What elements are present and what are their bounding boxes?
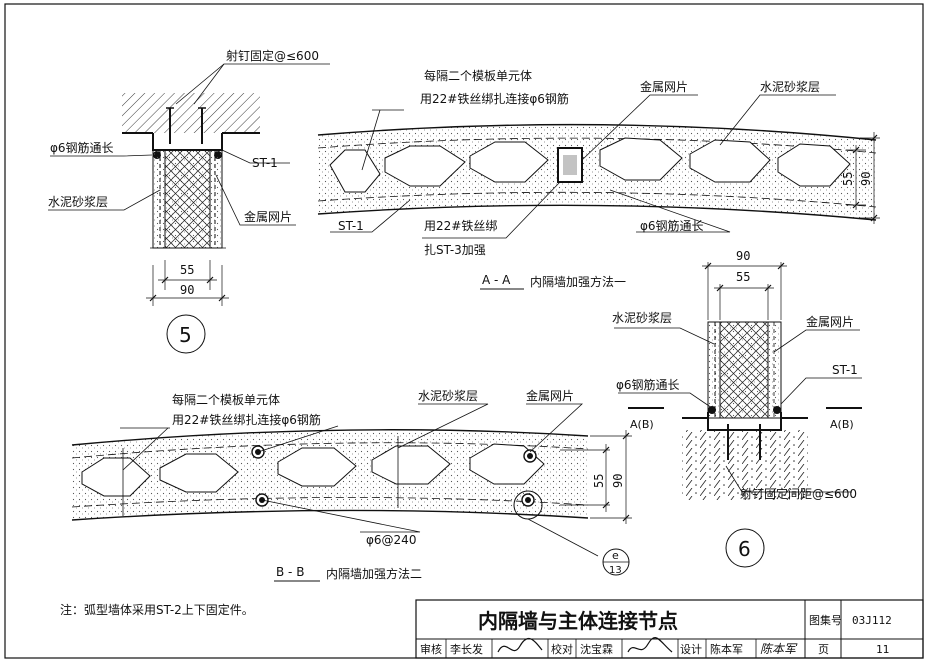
cut-left: A(B) bbox=[630, 418, 654, 431]
section-b-b: 55 90 每隔二个模板单元体 用22#铁丝绑扎连接φ6钢筋 水泥砂浆层 金属网… bbox=[71, 388, 632, 582]
dim-5 bbox=[146, 260, 229, 306]
dim-inner-6: 55 bbox=[736, 270, 750, 284]
label-mesh-6: 金属网片 bbox=[806, 314, 854, 329]
floor-slab bbox=[682, 430, 808, 500]
dim-outer-5: 90 bbox=[180, 283, 194, 297]
label-mortar-a: 水泥砂浆层 bbox=[760, 79, 820, 94]
label-rebar-b: φ6@240 bbox=[366, 533, 416, 547]
check-label: 校对 bbox=[551, 642, 573, 656]
section-a-a: 55 90 每隔二个模板单元体 用22#铁丝绑扎连接φ6钢筋 金属网片 水泥砂浆… bbox=[317, 68, 880, 290]
designer: 陈本军 bbox=[710, 642, 743, 656]
section-b-title: 内隔墙加强方法二 bbox=[326, 566, 422, 581]
label-mortar-5: 水泥砂浆层 bbox=[48, 194, 108, 209]
label-st3-a-2: 扎ST-3加强 bbox=[424, 243, 486, 257]
label-mesh-a: 金属网片 bbox=[640, 79, 688, 94]
dim-inner-a: 55 bbox=[841, 172, 855, 186]
label-mesh-b: 金属网片 bbox=[526, 388, 574, 403]
detail-5-marker-circle bbox=[166, 314, 206, 354]
label-mortar-b: 水泥砂浆层 bbox=[418, 388, 478, 403]
dim-6 bbox=[702, 262, 787, 320]
title-block: 内隔墙与主体连接节点 图集号 03J112 页 11 审核 李长发 校对 沈宝霖… bbox=[415, 599, 924, 659]
label-tie-a-1: 每隔二个模板单元体 bbox=[424, 68, 532, 83]
drawing-title: 内隔墙与主体连接节点 bbox=[478, 609, 678, 633]
label-mesh-5: 金属网片 bbox=[244, 209, 292, 224]
label-rebar-6: φ6钢筋通长 bbox=[616, 377, 680, 392]
label-tie-b-2: 用22#铁丝绑扎连接φ6钢筋 bbox=[172, 412, 321, 427]
detail-ref-top: e bbox=[612, 549, 619, 562]
label-st3-a-1: 用22#铁丝绑 bbox=[424, 219, 497, 233]
dim-b bbox=[560, 430, 632, 524]
page-no: 11 bbox=[876, 643, 889, 656]
label-mortar-6: 水泥砂浆层 bbox=[612, 310, 672, 325]
section-b-code: B - B bbox=[276, 565, 304, 579]
dim-inner-b: 55 bbox=[592, 474, 606, 488]
label-st-5: ST-1 bbox=[252, 156, 278, 170]
checker-signature bbox=[627, 637, 673, 653]
detail-6-marker-circle bbox=[725, 528, 765, 568]
reviewer-signature bbox=[497, 637, 543, 653]
atlas-no: 03J112 bbox=[852, 614, 892, 627]
dim-outer-b: 90 bbox=[611, 474, 625, 488]
rebar-rings bbox=[251, 445, 543, 520]
st1-channel bbox=[152, 133, 223, 151]
detail-6: 90 55 水泥砂浆层 金属网片 φ6钢筋通长 ST-1 A(B) A(B) 射… bbox=[612, 249, 862, 568]
label-tie-b-1: 每隔二个模板单元体 bbox=[172, 392, 280, 407]
label-tie-a-2: 用22#铁丝绑扎连接φ6钢筋 bbox=[420, 91, 569, 106]
checker: 沈宝霖 bbox=[580, 642, 613, 656]
label-nail-5: 射钉固定@≤600 bbox=[226, 48, 319, 63]
dim-outer-a: 90 bbox=[859, 172, 873, 186]
label-st-6: ST-1 bbox=[832, 363, 858, 377]
label-st-a: ST-1 bbox=[338, 219, 364, 233]
review-label: 审核 bbox=[420, 642, 442, 656]
section-a-code: A - A bbox=[482, 273, 511, 287]
label-rebar-a: φ6钢筋通长 bbox=[640, 218, 704, 233]
ceiling-slab bbox=[122, 93, 260, 133]
page-label: 页 bbox=[818, 643, 829, 656]
eps-core bbox=[164, 149, 211, 249]
eps-core-6 bbox=[719, 321, 769, 419]
dim-outer-6: 90 bbox=[736, 249, 750, 263]
detail-ref-bottom: 13 bbox=[609, 565, 622, 576]
detail-5-marker: 5 bbox=[179, 323, 192, 347]
label-rebar-5: φ6钢筋通长 bbox=[50, 140, 114, 155]
reviewer: 李长发 bbox=[450, 642, 483, 656]
designer-signature: 陈本军 bbox=[760, 642, 798, 656]
dim-a bbox=[846, 132, 880, 224]
st3-insert bbox=[557, 147, 583, 183]
dim-inner-5: 55 bbox=[180, 263, 194, 277]
cut-right: A(B) bbox=[830, 418, 854, 431]
design-label: 设计 bbox=[680, 643, 702, 656]
detail-6-marker: 6 bbox=[738, 537, 751, 561]
detail-5: 55 90 射钉固定@≤600 φ6钢筋通长 水泥砂浆层 ST-1 金属网片 5 bbox=[48, 48, 330, 354]
note-text: 注：弧型墙体采用ST-2上下固定件。 bbox=[60, 602, 254, 617]
atlas-label: 图集号 bbox=[809, 613, 842, 627]
label-nail-6: 射钉固定间距@≤600 bbox=[740, 486, 857, 501]
section-a-title: 内隔墙加强方法一 bbox=[530, 274, 626, 289]
